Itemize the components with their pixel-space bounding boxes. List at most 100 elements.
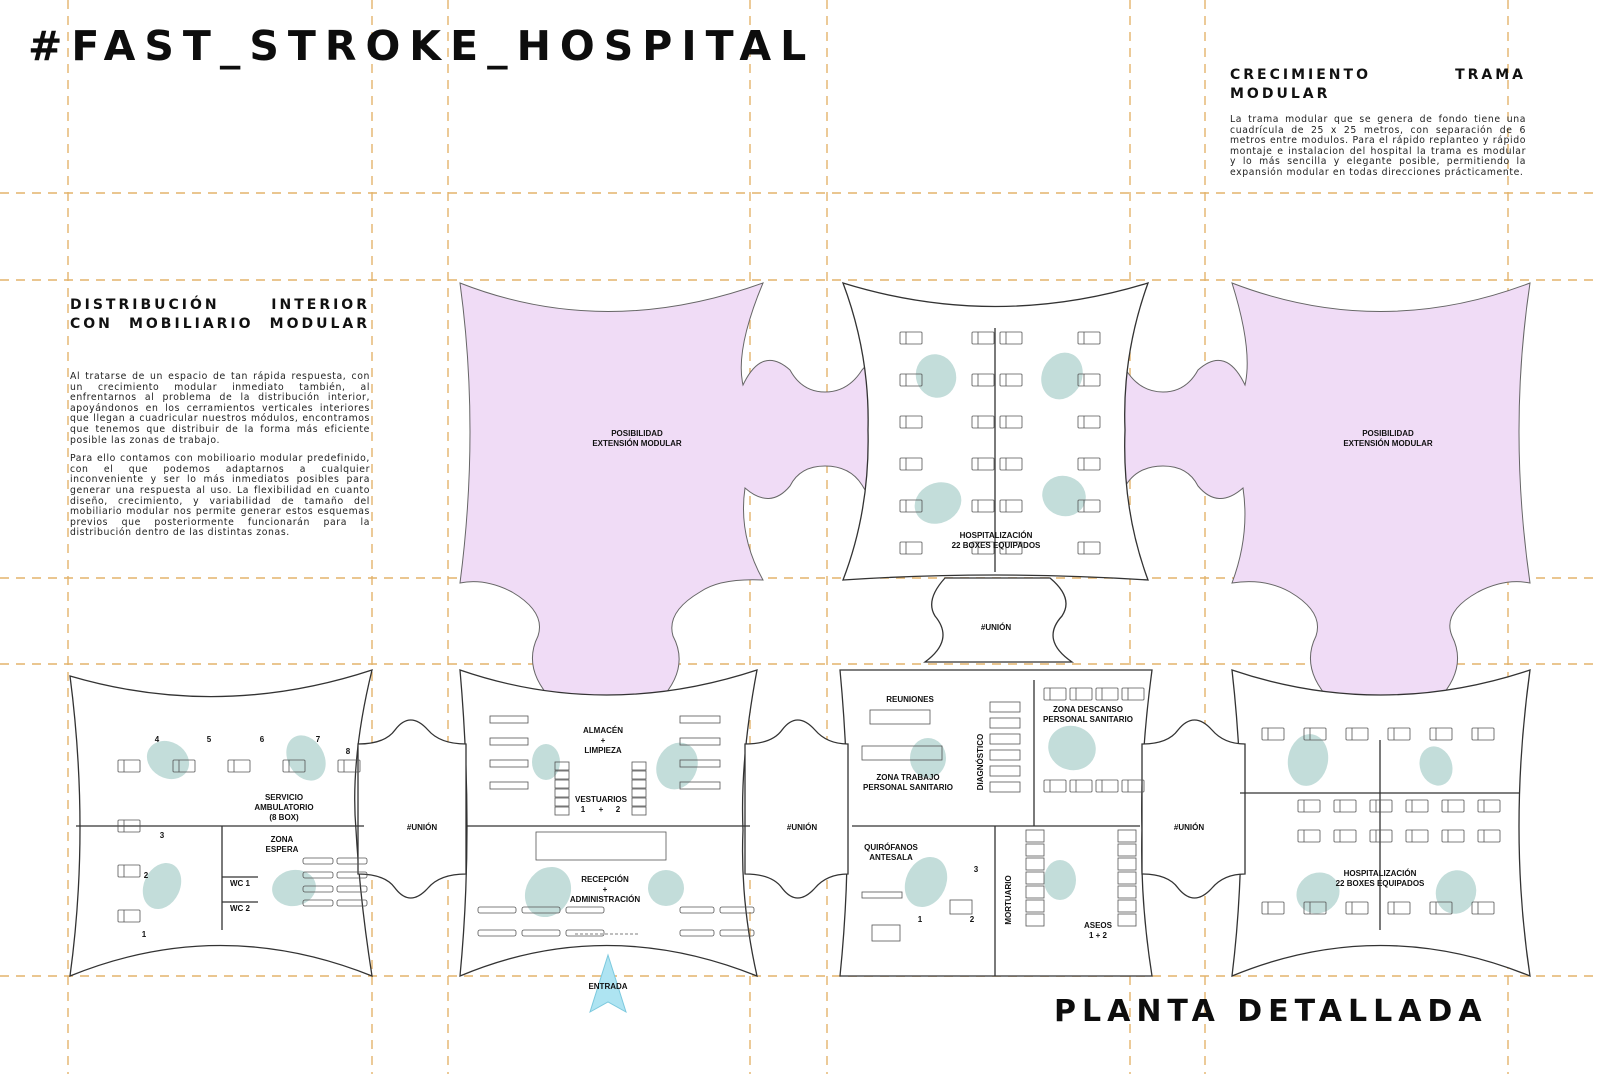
label-box-2: 2 bbox=[144, 871, 149, 880]
shelf bbox=[489, 759, 529, 768]
shelf bbox=[679, 759, 721, 768]
seating-zone bbox=[914, 482, 962, 524]
bed bbox=[1069, 779, 1093, 793]
extension-module-right bbox=[1097, 282, 1531, 712]
diagnostic-desk bbox=[989, 733, 1021, 745]
label-reuniones: REUNIONES bbox=[886, 695, 934, 704]
label-quir-3: 3 bbox=[974, 865, 979, 874]
bed bbox=[971, 541, 995, 555]
bench bbox=[336, 885, 368, 893]
seating-zone bbox=[1041, 352, 1083, 400]
surgery-table bbox=[949, 899, 973, 915]
bed bbox=[337, 759, 361, 773]
union-1 bbox=[357, 719, 467, 899]
work-table bbox=[861, 745, 943, 761]
reception-desk bbox=[535, 831, 667, 861]
bed bbox=[1387, 727, 1411, 741]
drawer bbox=[1025, 885, 1045, 899]
diagnostic-desk bbox=[989, 749, 1021, 761]
interior-walls bbox=[76, 328, 1520, 976]
locker bbox=[554, 806, 570, 816]
bed bbox=[999, 415, 1023, 429]
bed bbox=[1303, 901, 1327, 915]
seating-zone bbox=[1435, 870, 1477, 914]
bed bbox=[117, 864, 141, 878]
drawer bbox=[1025, 829, 1045, 843]
bed bbox=[1297, 799, 1321, 813]
plan-title: PLANTA DETALLADA bbox=[1054, 994, 1488, 1029]
bench bbox=[477, 929, 517, 937]
label-union-3: #UNIÓN bbox=[1174, 823, 1204, 832]
diagnostic-desk bbox=[989, 701, 1021, 713]
bed bbox=[899, 415, 923, 429]
bench bbox=[521, 906, 561, 914]
diagnostic-desk bbox=[989, 765, 1021, 777]
label-servicio: SERVICIO bbox=[265, 793, 303, 802]
growth-paragraph: La trama modular que se genera de fondo … bbox=[1230, 114, 1526, 178]
drawer bbox=[1117, 871, 1137, 885]
bench bbox=[565, 929, 605, 937]
bed bbox=[1261, 727, 1285, 741]
label-espera: ESPERA bbox=[266, 845, 299, 854]
seating-zone bbox=[286, 735, 326, 781]
label-quir-2: 2 bbox=[970, 915, 975, 924]
bed bbox=[1471, 727, 1495, 741]
label-aseos-numbers: 1 + 2 bbox=[1089, 931, 1108, 940]
locker bbox=[554, 797, 570, 807]
shelf bbox=[489, 715, 529, 724]
bench bbox=[336, 857, 368, 865]
label-box-4: 4 bbox=[155, 735, 160, 744]
locker bbox=[631, 788, 647, 798]
label-box-1: 1 bbox=[142, 930, 147, 939]
bed bbox=[1121, 687, 1145, 701]
label-almacen-plus: + bbox=[601, 736, 606, 745]
bed bbox=[282, 759, 306, 773]
locker bbox=[554, 779, 570, 789]
bed bbox=[971, 415, 995, 429]
diagnostic-desk bbox=[989, 717, 1021, 729]
label-recep-plus: + bbox=[603, 885, 608, 894]
bed bbox=[899, 457, 923, 471]
bench bbox=[477, 906, 517, 914]
drawer bbox=[1117, 857, 1137, 871]
meeting-table bbox=[869, 709, 931, 725]
label-union-2: #UNIÓN bbox=[787, 823, 817, 832]
label-zona-descanso-b: PERSONAL SANITARIO bbox=[1043, 715, 1133, 724]
page-title: #FAST_STROKE_HOSPITAL bbox=[28, 22, 816, 70]
distribution-paragraph-1: Al tratarse de un espacio de tan rápida … bbox=[70, 371, 370, 446]
label-hosp-bottom-b: 22 BOXES EQUIPADOS bbox=[1336, 879, 1425, 888]
bed bbox=[971, 499, 995, 513]
drawer bbox=[1025, 899, 1045, 913]
bed bbox=[1297, 829, 1321, 843]
bed bbox=[1077, 499, 1101, 513]
bed bbox=[999, 541, 1023, 555]
bed bbox=[117, 819, 141, 833]
drawer bbox=[1117, 913, 1137, 927]
bed bbox=[1077, 331, 1101, 345]
seating-zone bbox=[1296, 872, 1340, 914]
bed bbox=[1405, 799, 1429, 813]
seating-zones bbox=[142, 352, 1477, 918]
label-hosp-top-b: 22 BOXES EQUIPADOS bbox=[952, 541, 1041, 550]
locker bbox=[631, 797, 647, 807]
bed bbox=[999, 457, 1023, 471]
bed bbox=[1261, 901, 1285, 915]
bench bbox=[719, 929, 755, 937]
bench bbox=[302, 885, 334, 893]
locker bbox=[631, 770, 647, 780]
drawer bbox=[1025, 857, 1045, 871]
bench bbox=[336, 899, 368, 907]
label-extension-1b: EXTENSIÓN MODULAR bbox=[592, 439, 682, 448]
label-antesala: ANTESALA bbox=[869, 853, 913, 862]
bed bbox=[971, 457, 995, 471]
label-wc1: WC 1 bbox=[230, 879, 251, 888]
bench bbox=[679, 906, 715, 914]
label-hosp-top: HOSPITALIZACIÓN bbox=[960, 531, 1033, 540]
union-top bbox=[923, 577, 1075, 663]
label-quirofanos: QUIRÓFANOS bbox=[864, 843, 918, 852]
label-box-3: 3 bbox=[160, 831, 165, 840]
label-zona-descanso: ZONA DESCANSO bbox=[1053, 705, 1123, 714]
label-limpieza: LIMPIEZA bbox=[584, 746, 622, 755]
bed bbox=[1121, 779, 1145, 793]
